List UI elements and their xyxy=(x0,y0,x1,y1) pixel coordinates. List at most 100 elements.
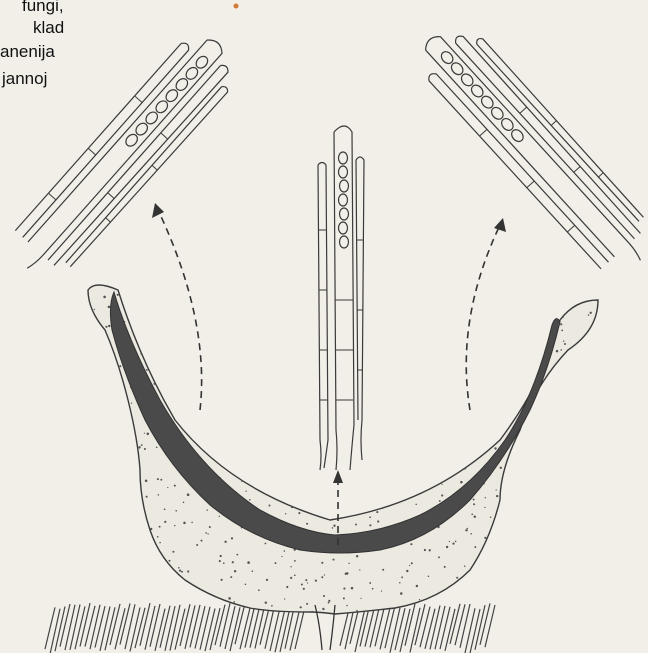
stipple-dot xyxy=(109,508,111,510)
stipple-dot xyxy=(237,391,239,393)
stipple-dot xyxy=(518,345,519,346)
stipple-dot xyxy=(165,350,166,351)
stipple-dot xyxy=(521,604,523,606)
stipple-dot xyxy=(473,503,475,505)
stipple-dot xyxy=(348,503,350,505)
stipple-dot xyxy=(174,485,176,487)
stipple-dot xyxy=(209,526,211,528)
stipple-dot xyxy=(141,595,143,597)
stipple-dot xyxy=(536,504,537,505)
stipple-dot xyxy=(424,330,426,332)
stipple-dot xyxy=(432,309,434,311)
stipple-dot xyxy=(144,433,145,434)
stipple-dot xyxy=(338,306,340,308)
stipple-dot xyxy=(483,449,485,451)
stipple-dot xyxy=(130,500,132,502)
stipple-dot xyxy=(94,345,96,347)
stipple-dot xyxy=(368,464,370,466)
stipple-dot xyxy=(204,383,206,385)
stipple-dot xyxy=(116,464,118,466)
stipple-dot xyxy=(520,565,522,567)
stipple-dot xyxy=(536,468,538,470)
stipple-dot xyxy=(139,290,140,291)
stipple-dot xyxy=(213,437,215,439)
stipple-dot xyxy=(428,576,430,578)
stipple-dot xyxy=(258,589,260,591)
stipple-dot xyxy=(348,333,350,335)
stipple-dot xyxy=(371,489,373,491)
stipple-dot xyxy=(494,616,495,617)
stipple-dot xyxy=(159,333,161,335)
stipple-dot xyxy=(376,383,378,385)
stipple-dot xyxy=(568,295,570,297)
stipple-dot xyxy=(578,285,580,287)
stipple-dot xyxy=(157,339,158,340)
stipple-dot xyxy=(86,360,89,363)
stipple-dot xyxy=(333,525,335,527)
stipple-dot xyxy=(426,310,428,312)
stipple-dot xyxy=(163,295,165,297)
stipple-dot xyxy=(140,326,142,328)
stipple-dot xyxy=(227,434,229,436)
stipple-dot xyxy=(452,424,454,426)
stipple-dot xyxy=(255,393,257,395)
stipple-dot xyxy=(324,574,325,575)
stipple-dot xyxy=(111,579,112,580)
stipple-dot xyxy=(328,326,330,328)
stipple-dot xyxy=(601,568,603,570)
stipple-dot xyxy=(361,598,362,599)
stipple-dot xyxy=(399,582,401,584)
stipple-dot xyxy=(434,304,436,306)
stipple-dot xyxy=(139,305,141,307)
stipple-dot xyxy=(510,541,512,543)
stipple-dot xyxy=(481,383,483,385)
stipple-dot xyxy=(497,529,499,531)
stipple-dot xyxy=(241,481,242,482)
stipple-dot xyxy=(114,370,116,372)
stipple-dot xyxy=(474,516,476,518)
stipple-dot xyxy=(119,365,121,367)
stipple-dot xyxy=(419,599,420,600)
hatch-line xyxy=(170,605,180,651)
stipple-dot xyxy=(134,497,137,500)
stipple-dot xyxy=(398,422,399,423)
stipple-dot xyxy=(157,536,159,538)
stipple-dot xyxy=(575,362,577,364)
hatch-line xyxy=(70,605,80,650)
stipple-dot xyxy=(92,550,93,551)
stipple-dot xyxy=(339,414,341,416)
stipple-dot xyxy=(320,314,321,315)
stipple-dot xyxy=(376,447,377,448)
stipple-dot xyxy=(290,566,291,567)
stipple-dot xyxy=(244,399,246,401)
stipple-dot xyxy=(172,294,174,296)
stipple-dot xyxy=(525,373,527,375)
stipple-dot xyxy=(366,392,368,394)
stipple-dot xyxy=(462,396,463,397)
hatch-line xyxy=(145,606,155,650)
stipple-dot xyxy=(232,561,234,563)
stipple-dot xyxy=(298,389,300,391)
hatch-line xyxy=(60,604,70,647)
stipple-dot xyxy=(376,511,378,513)
hatch-line xyxy=(395,608,405,650)
stipple-dot xyxy=(144,448,146,450)
stipple-dot xyxy=(356,479,357,480)
stipple-dot xyxy=(493,377,495,379)
stipple-dot xyxy=(274,312,276,314)
stipple-dot xyxy=(148,540,150,542)
stipple-dot xyxy=(369,395,370,396)
stipple-dot xyxy=(589,408,591,410)
stipple-dot xyxy=(196,416,198,418)
stipple-dot xyxy=(581,560,582,561)
hatch-line xyxy=(485,605,495,647)
stipple-dot xyxy=(123,286,125,288)
stipple-dot xyxy=(344,359,346,361)
stipple-dot xyxy=(200,415,201,416)
stipple-dot xyxy=(358,452,360,454)
stipple-dot xyxy=(422,314,424,316)
stipple-dot xyxy=(600,598,602,600)
stipple-dot xyxy=(294,560,296,562)
stipple-dot xyxy=(156,340,157,341)
stipple-dot xyxy=(206,509,207,510)
